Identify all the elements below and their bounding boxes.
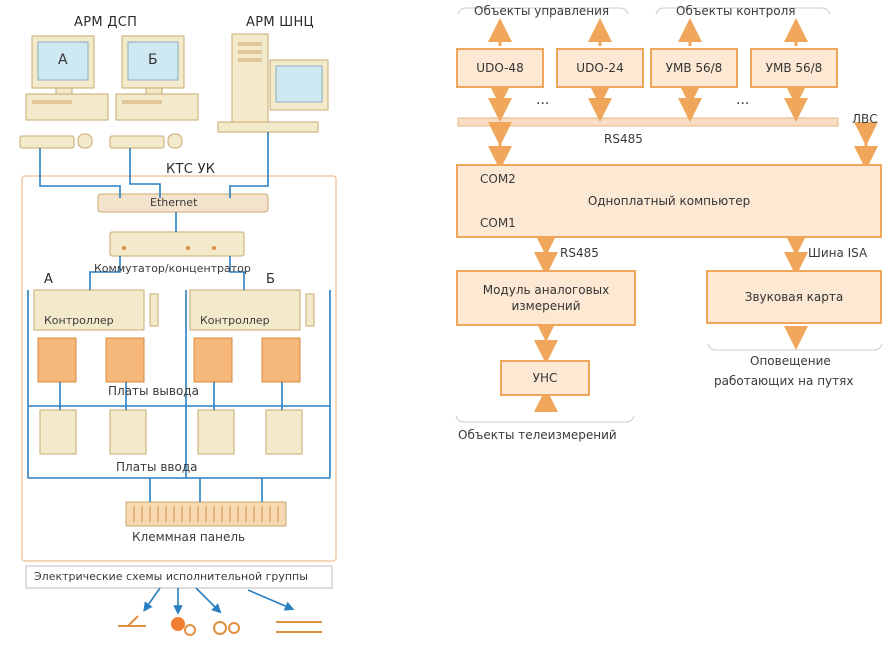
output-boards: [37, 337, 301, 383]
udo24-label: UDO-24: [576, 60, 624, 75]
actuator-symbols: [118, 615, 322, 636]
umv2-label: УМВ 56/8: [765, 60, 823, 75]
controller-b-label: Контроллер: [200, 314, 270, 327]
switch-label: Коммутатор/концентратор: [94, 262, 251, 275]
blue-wiring: [27, 132, 331, 615]
com2-label: COM2: [480, 172, 516, 186]
arm-dsp-label: АРМ ДСП: [74, 15, 138, 30]
pc-shnc-workstation[interactable]: [217, 33, 329, 133]
unc-module[interactable]: УНС: [500, 360, 590, 396]
pc-a-screen-label: А: [58, 52, 68, 68]
objects-monitor-label: Объекты контроля: [676, 4, 796, 18]
kts-uk-frame: [21, 175, 337, 562]
output-boards-label: Платы вывода: [108, 384, 199, 398]
terminal-panel-label: Клеммная панель: [132, 530, 246, 544]
electric-circuits-label: Электрические схемы исполнительной групп…: [34, 570, 308, 583]
side-b-label: Б: [266, 272, 276, 287]
analog-module-label: Модуль аналоговых измерений: [482, 282, 610, 313]
arm-shnc-label: АРМ ШНЦ: [246, 15, 314, 30]
input-boards-label: Платы ввода: [116, 460, 198, 474]
udo48-module[interactable]: UDO-48: [456, 48, 544, 88]
notification-label-line2: работающих на путях: [714, 374, 854, 388]
switch-device: [109, 231, 245, 257]
ellipsis-2: ...: [736, 92, 750, 108]
umv-module-2[interactable]: УМВ 56/8: [750, 48, 838, 88]
side-a-label: А: [44, 272, 54, 287]
sound-card[interactable]: Звуковая карта: [706, 270, 882, 324]
analog-measurement-module[interactable]: Модуль аналоговых измерений: [456, 270, 636, 326]
sbc-label: Одноплатный компьютер: [587, 193, 751, 208]
umv-module-1[interactable]: УМВ 56/8: [650, 48, 738, 88]
controller-b-device: [189, 289, 301, 331]
pc-a-workstation[interactable]: [19, 35, 109, 149]
controller-a-label: Контроллер: [44, 314, 114, 327]
input-boards: [39, 409, 303, 455]
com1-label: COM1: [480, 216, 516, 230]
rs485-bus: [457, 117, 839, 127]
ethernet-label: Ethernet: [150, 196, 198, 209]
ethernet-bus: [97, 193, 269, 213]
objects-control-label: Объекты управления: [474, 4, 610, 18]
notification-label-line1: Оповещение: [750, 354, 831, 368]
sound-card-label: Звуковая карта: [744, 289, 844, 304]
umv1-label: УМВ 56/8: [665, 60, 723, 75]
isa-bus-label: Шина ISA: [808, 246, 868, 260]
ellipsis-1: ...: [536, 92, 550, 108]
module-bus-arrows: [488, 82, 878, 412]
controller-a-device: [33, 289, 145, 331]
unc-label: УНС: [532, 370, 558, 385]
rs485-link-label: RS485: [560, 246, 599, 260]
rs485-bus-label: RS485: [604, 132, 643, 146]
lvs-label: ЛВС: [852, 112, 878, 126]
udo48-label: UDO-48: [476, 60, 524, 75]
pc-b-workstation[interactable]: [109, 35, 199, 149]
single-board-computer[interactable]: Одноплатный компьютер: [456, 164, 882, 238]
pc-b-screen-label: Б: [148, 52, 158, 68]
kts-uk-label: КТС УК: [166, 162, 216, 177]
udo24-module[interactable]: UDO-24: [556, 48, 644, 88]
top-arrows: [488, 18, 808, 46]
telemetry-objects-label: Объекты телеизмерений: [458, 428, 617, 442]
electric-circuits-bar: [25, 565, 333, 589]
